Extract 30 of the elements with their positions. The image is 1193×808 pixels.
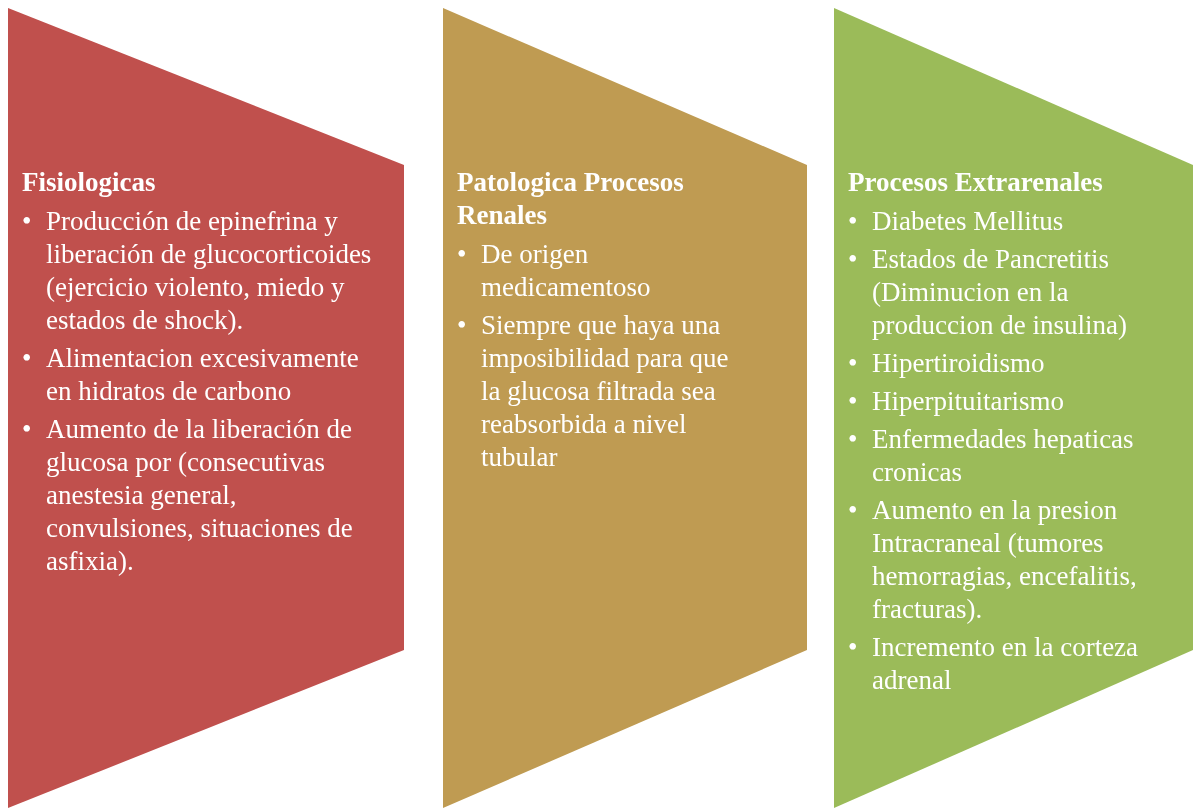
bullet-mark: • <box>848 347 859 380</box>
bullet-mark: • <box>22 342 33 375</box>
bullet-mark: • <box>848 243 859 276</box>
panel-heading: Procesos Extrarenales <box>848 166 1104 199</box>
bullet-text: Incremento en la corteza adrenal <box>872 631 1140 697</box>
chevron-panel <box>443 8 807 808</box>
chevron-panel <box>834 8 1193 808</box>
bullet-text: Enfermedades hepaticas cronicas <box>872 423 1135 489</box>
bullet-text: Hiperpituitarismo <box>872 385 1064 418</box>
chevron-panel <box>8 8 404 808</box>
bullet-text: Alimentacion excesivamente en hidratos de carbono <box>46 342 360 408</box>
panel-heading: Patologica Procesos Renales <box>457 166 685 232</box>
bullet-mark: • <box>457 238 468 271</box>
bullet-mark: • <box>848 205 859 238</box>
bullet-mark: • <box>848 423 859 456</box>
bullet-mark: • <box>22 413 33 446</box>
bullet-text: Aumento en la presion Intracraneal (tumores hemorragias, encefalitis, fracturas). <box>872 494 1138 626</box>
bullet-mark: • <box>848 494 859 527</box>
bullet-mark: • <box>22 205 33 238</box>
bullet-text: Aumento de la liberación de glucosa por (consecutivas anestesia general, convulsiones, situaciones de asfixia). <box>46 413 354 578</box>
bullet-mark: • <box>848 631 859 664</box>
bullet-text: Diabetes Mellitus <box>872 205 1064 238</box>
bullet-text: Siempre que haya una imposibilidad para que la glucosa filtrada sea reabsorbida a nivel tubular <box>481 309 730 474</box>
bullet-text: Producción de epinefrina y liberación de glucocorticoides (ejercicio violento, miedo y estados de shock). <box>46 205 373 337</box>
bullet-text: De origen medicamentoso <box>481 238 652 304</box>
bullet-text: Estados de Pancretitis (Diminucion en la produccion de insulina) <box>872 243 1128 342</box>
bullet-text: Hipertiroidismo <box>872 347 1045 380</box>
bullet-mark: • <box>848 385 859 418</box>
panel-heading: Fisiologicas <box>22 166 157 199</box>
bullet-mark: • <box>457 309 468 342</box>
